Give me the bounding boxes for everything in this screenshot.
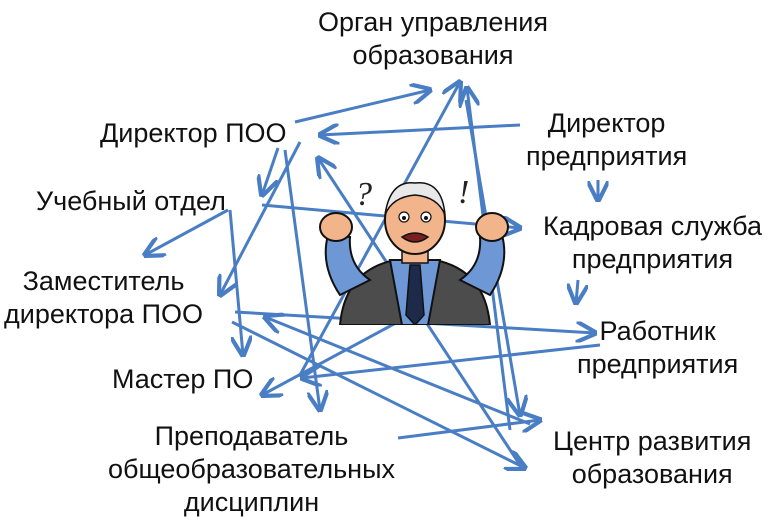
node-label-line: образования: [571, 459, 733, 489]
node-label-line: Мастер ПО: [112, 364, 254, 394]
node-label-line: образования: [352, 40, 514, 70]
node-director-enterprise: Директор предприятия: [526, 107, 687, 173]
arrow-director-poo-to-deputy: [220, 141, 302, 295]
node-label-line: предприятия: [571, 244, 734, 274]
node-worker: Работник предприятия: [577, 315, 738, 381]
arrow-director-enterprise-to-director-poo: [320, 123, 521, 135]
node-label-line: Центр развития: [553, 426, 752, 456]
node-label-line: предприятия: [526, 141, 688, 171]
node-label-line: Преподаватель: [154, 421, 349, 451]
node-label-line: Учебный отдел: [36, 186, 226, 216]
node-teacher: Преподаватель общеобразовательных дисцип…: [108, 420, 395, 519]
node-label-line: Директор: [547, 108, 666, 138]
arrow-teacher-to-center: [397, 420, 540, 440]
node-label-line: Заместитель: [22, 266, 185, 296]
arrow-worker-to-master: [302, 343, 601, 378]
node-organ-upravleniya: Орган управления образования: [318, 6, 548, 72]
node-label-line: директора ПОО: [4, 299, 204, 329]
node-study-dept: Учебный отдел: [36, 185, 226, 218]
arrow-center-to-deputy: [265, 317, 531, 426]
node-master-po: Мастер ПО: [112, 363, 253, 396]
node-label-line: Работник: [599, 316, 716, 346]
node-label-line: общеобразовательных: [108, 454, 395, 484]
node-label-line: дисциплин: [183, 487, 320, 517]
question-mark: ?: [355, 176, 372, 213]
node-deputy-director: Заместитель директора ПОО: [4, 265, 203, 331]
node-label-line: Кадровая служба: [543, 211, 762, 241]
confused-man-clipart-icon: ? !: [300, 165, 525, 327]
node-education-center: Центр развития образования: [553, 425, 751, 491]
node-director-poo: Директор ПОО: [100, 117, 287, 150]
arrow-director-to-organ: [294, 90, 430, 124]
node-hr-service: Кадровая служба предприятия: [543, 210, 762, 276]
node-label-line: Директор ПОО: [100, 118, 287, 148]
arrow-director-poo-to-study-dept: [262, 147, 280, 195]
node-label-line: предприятия: [577, 349, 739, 379]
exclamation-mark: !: [458, 174, 469, 211]
node-label-line: Орган управления: [318, 7, 548, 37]
arrow-study-dept-to-master: [228, 209, 243, 355]
arrow-hr-to-worker: [576, 279, 578, 303]
